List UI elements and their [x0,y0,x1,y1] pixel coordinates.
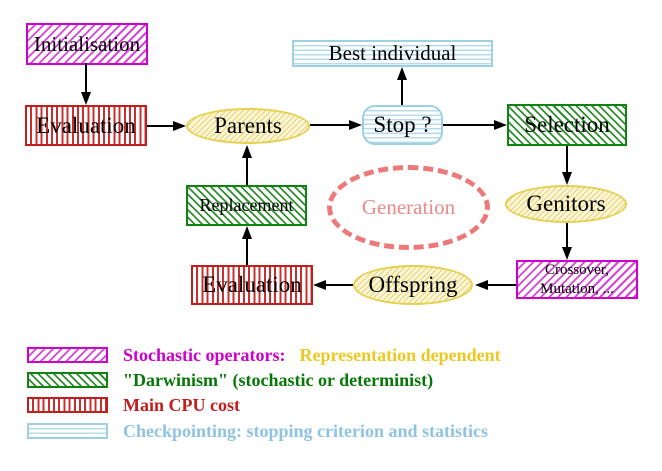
node-evaluation-bottom: Evaluation [191,265,313,305]
legend-text-stochastic-operators: Stochastic operators: [123,344,286,365]
node-genitors-label: Genitors [526,191,606,216]
arrow-head-right-icon [173,121,186,131]
arrow-head-up-icon [242,226,252,239]
arrow-line [566,146,568,174]
legend-text-checkpointing: Checkpointing: stopping criterion and st… [123,420,489,441]
legend-text-main-cpu-cost: Main CPU cost [123,394,240,415]
cyan-horizontal-stripes-swatch-icon [27,423,108,439]
node-offspring-label: Offspring [368,272,458,297]
node-replacement: Replacement [186,185,307,226]
node-evaluation-top: Evaluation [25,105,147,146]
arrow-line [246,157,248,185]
arrow-head-up-icon [397,67,407,80]
arrow-head-down-icon [81,92,91,105]
arrow-line [147,125,174,127]
generation-loop-ellipse: Generation [327,165,490,250]
node-initialisation-label: Initialisation [33,31,141,56]
red-vertical-stripes-swatch-icon [27,397,108,413]
arrow-line [487,284,516,286]
green-diagonal-hatch-swatch-icon [27,372,108,388]
arrow-line [443,124,496,126]
arrow-line [85,63,87,93]
legend-item-checkpointing: Checkpointing: stopping criterion and st… [27,420,489,441]
arrow-head-left-icon [313,280,326,290]
node-selection: Selection [507,104,627,146]
arrow-head-left-icon [475,280,488,290]
node-stop: Stop ? [362,105,443,145]
node-parents-label: Parents [214,113,282,138]
node-crossover-line2: Mutation, ... [540,280,614,297]
node-replacement-label: Replacement [199,195,294,215]
arrow-head-right-icon [349,120,362,130]
legend-text-representation-dependent: Representation dependent [299,344,501,365]
node-parents: Parents [186,108,310,144]
node-crossover-line1: Crossover, [545,261,609,278]
legend-item-stochastic-operators: Stochastic operators: Representation dep… [27,344,501,365]
node-stop-label: Stop ? [373,112,432,137]
arrow-head-down-icon [562,172,572,185]
arrow-head-up-icon [242,145,252,158]
node-evaluation-bottom-label: Evaluation [202,272,302,297]
legend-item-darwinism: "Darwinism" (stochastic or determinist) [27,369,434,390]
arrow-line [310,124,350,126]
legend-text-darwinism: "Darwinism" (stochastic or determinist) [123,369,434,390]
arrow-line [246,237,248,265]
node-best-individual-label: Best individual [328,41,457,65]
arrow-head-down-icon [562,247,572,260]
arrow-head-right-icon [494,120,507,130]
arrow-line [401,79,403,105]
arrow-line [325,284,353,286]
node-selection-label: Selection [524,112,610,137]
arrow-line [566,223,568,249]
node-genitors: Genitors [505,185,627,223]
node-initialisation: Initialisation [26,23,148,65]
node-crossover-mutation: Crossover, Mutation, ... [516,260,638,299]
magenta-diagonal-hatch-swatch-icon [27,347,108,363]
generation-label: Generation [361,195,456,219]
legend-item-main-cpu-cost: Main CPU cost [27,394,240,415]
node-evaluation-top-label: Evaluation [36,112,136,138]
node-offspring: Offspring [353,265,473,305]
node-best-individual: Best individual [292,40,493,67]
